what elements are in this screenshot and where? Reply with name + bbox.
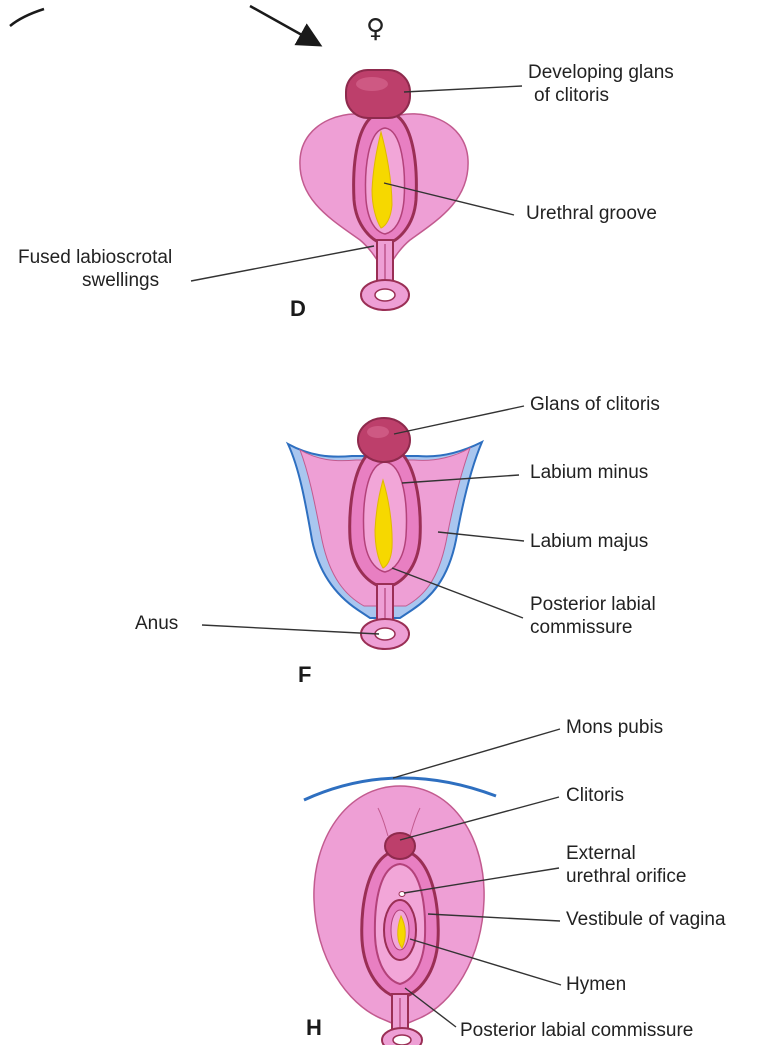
label-posterior-labial-commissure-h-line-1: Posterior labial commissure	[460, 1019, 693, 1042]
label-developing-glans-line-2: of clitoris	[528, 84, 674, 107]
label-labium-majus-line-1: Labium majus	[530, 530, 648, 553]
female-symbol: ♀	[366, 14, 385, 44]
label-developing-glans-line-1: Developing glans	[528, 61, 674, 84]
leader-developing-glans	[404, 86, 522, 92]
label-fused-labioscrotal-line-2: swellings	[18, 269, 172, 292]
developing-glans	[346, 70, 410, 118]
label-anus: Anus	[135, 612, 178, 635]
label-fused-labioscrotal: Fused labioscrotal swellings	[18, 246, 172, 292]
leader-mons-pubis	[393, 729, 560, 778]
pointer-arrows	[10, 6, 318, 44]
panel-letter-d: D	[290, 296, 306, 322]
panel-d-illustration	[300, 70, 468, 310]
urethral-orifice-shape	[399, 892, 405, 897]
label-clitoris-line-1: Clitoris	[566, 784, 624, 807]
leader-anus	[202, 625, 379, 634]
panel-letter-h: H	[306, 1015, 322, 1041]
label-glans-of-clitoris: Glans of clitoris	[530, 393, 660, 416]
label-vestibule-of-vagina: Vestibule of vagina	[566, 908, 726, 931]
label-labium-minus-line-1: Labium minus	[530, 461, 648, 484]
label-fused-labioscrotal-line-1: Fused labioscrotal	[18, 246, 172, 269]
label-external-urethral-orifice: External urethral orifice	[566, 842, 686, 888]
label-external-urethral-orifice-line-2: urethral orifice	[566, 865, 686, 888]
label-labium-minus: Labium minus	[530, 461, 648, 484]
panel-letter-f: F	[298, 662, 311, 688]
label-developing-glans: Developing glans of clitoris	[528, 61, 674, 107]
label-glans-of-clitoris-line-1: Glans of clitoris	[530, 393, 660, 416]
label-hymen: Hymen	[566, 973, 626, 996]
label-external-urethral-orifice-line-1: External	[566, 842, 686, 865]
label-vestibule-of-vagina-line-1: Vestibule of vagina	[566, 908, 726, 931]
label-posterior-labial-commissure-f-line-2: commissure	[530, 616, 656, 639]
label-posterior-labial-commissure-f-line-1: Posterior labial	[530, 593, 656, 616]
glans-of-clitoris-shape	[358, 418, 410, 462]
label-mons-pubis: Mons pubis	[566, 716, 663, 739]
label-anus-line-1: Anus	[135, 612, 178, 635]
label-posterior-labial-commissure-f: Posterior labial commissure	[530, 593, 656, 639]
leader-fused-labioscrotal	[191, 246, 374, 281]
label-mons-pubis-line-1: Mons pubis	[566, 716, 663, 739]
label-clitoris: Clitoris	[566, 784, 624, 807]
label-hymen-line-1: Hymen	[566, 973, 626, 996]
label-urethral-groove: Urethral groove	[526, 202, 657, 225]
label-urethral-groove-line-1: Urethral groove	[526, 202, 657, 225]
panel-h-illustration	[304, 778, 496, 1045]
label-posterior-labial-commissure-h: Posterior labial commissure	[460, 1019, 693, 1042]
label-labium-majus: Labium majus	[530, 530, 648, 553]
leader-glans-of-clitoris	[394, 406, 524, 434]
